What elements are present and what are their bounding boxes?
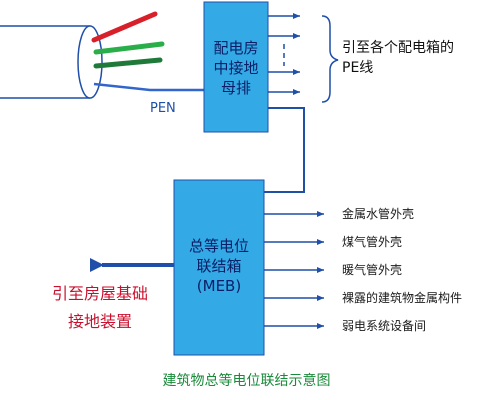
meb-output-arrows <box>264 211 324 329</box>
distribution-box-label-line-3: 母排 <box>220 79 251 97</box>
output-heating-pipe: 暖气管外壳 <box>342 263 403 277</box>
pe-brace-label-line-1: 引至各个配电箱的 <box>342 40 454 56</box>
output-gas-pipe: 煤气管外壳 <box>342 235 403 249</box>
output-metal-structure: 裸露的建筑物金属构件 <box>342 291 463 305</box>
wire-pen <box>93 82 204 92</box>
meb-box-label-line-1: 总等电位 <box>188 237 249 255</box>
output-weak-current-room: 弱电系统设备间 <box>342 319 427 333</box>
output-water-pipe: 金属水管外壳 <box>342 207 415 221</box>
power-cable <box>0 25 103 99</box>
distribution-box-label-line-1: 配电房 <box>213 39 259 57</box>
ground-label: 引至房屋基础 接地装置 <box>44 284 156 332</box>
wire-green <box>93 41 165 55</box>
pe-output-arrows <box>268 13 300 95</box>
pe-brace-label-line-2: PE线 <box>342 60 374 76</box>
pen-label: PEN <box>150 101 176 116</box>
distribution-busbar-box <box>203 1 269 133</box>
busbar-to-meb-line <box>264 107 305 193</box>
meb-box-label-line-2: 联结箱 <box>196 257 242 275</box>
wire-darkgreen <box>93 57 163 69</box>
pe-brace <box>321 15 339 103</box>
distribution-box-label-line-2: 中接地 <box>213 59 259 77</box>
meb-box <box>173 179 265 356</box>
meb-box-label-line-3: (MEB) <box>196 277 242 295</box>
ground-label-line-1: 引至房屋基础 <box>51 284 148 303</box>
ground-label-line-2: 接地装置 <box>67 312 132 331</box>
distribution-box-label: 配电房 中接地 母排 <box>204 38 268 98</box>
wire-red <box>91 11 158 43</box>
pe-brace-label: 引至各个配电箱的 PE线 <box>342 38 454 78</box>
meb-box-label: 总等电位 联结箱 (MEB) <box>174 236 264 296</box>
caption: 建筑物总等电位联结示意图 <box>162 373 331 389</box>
